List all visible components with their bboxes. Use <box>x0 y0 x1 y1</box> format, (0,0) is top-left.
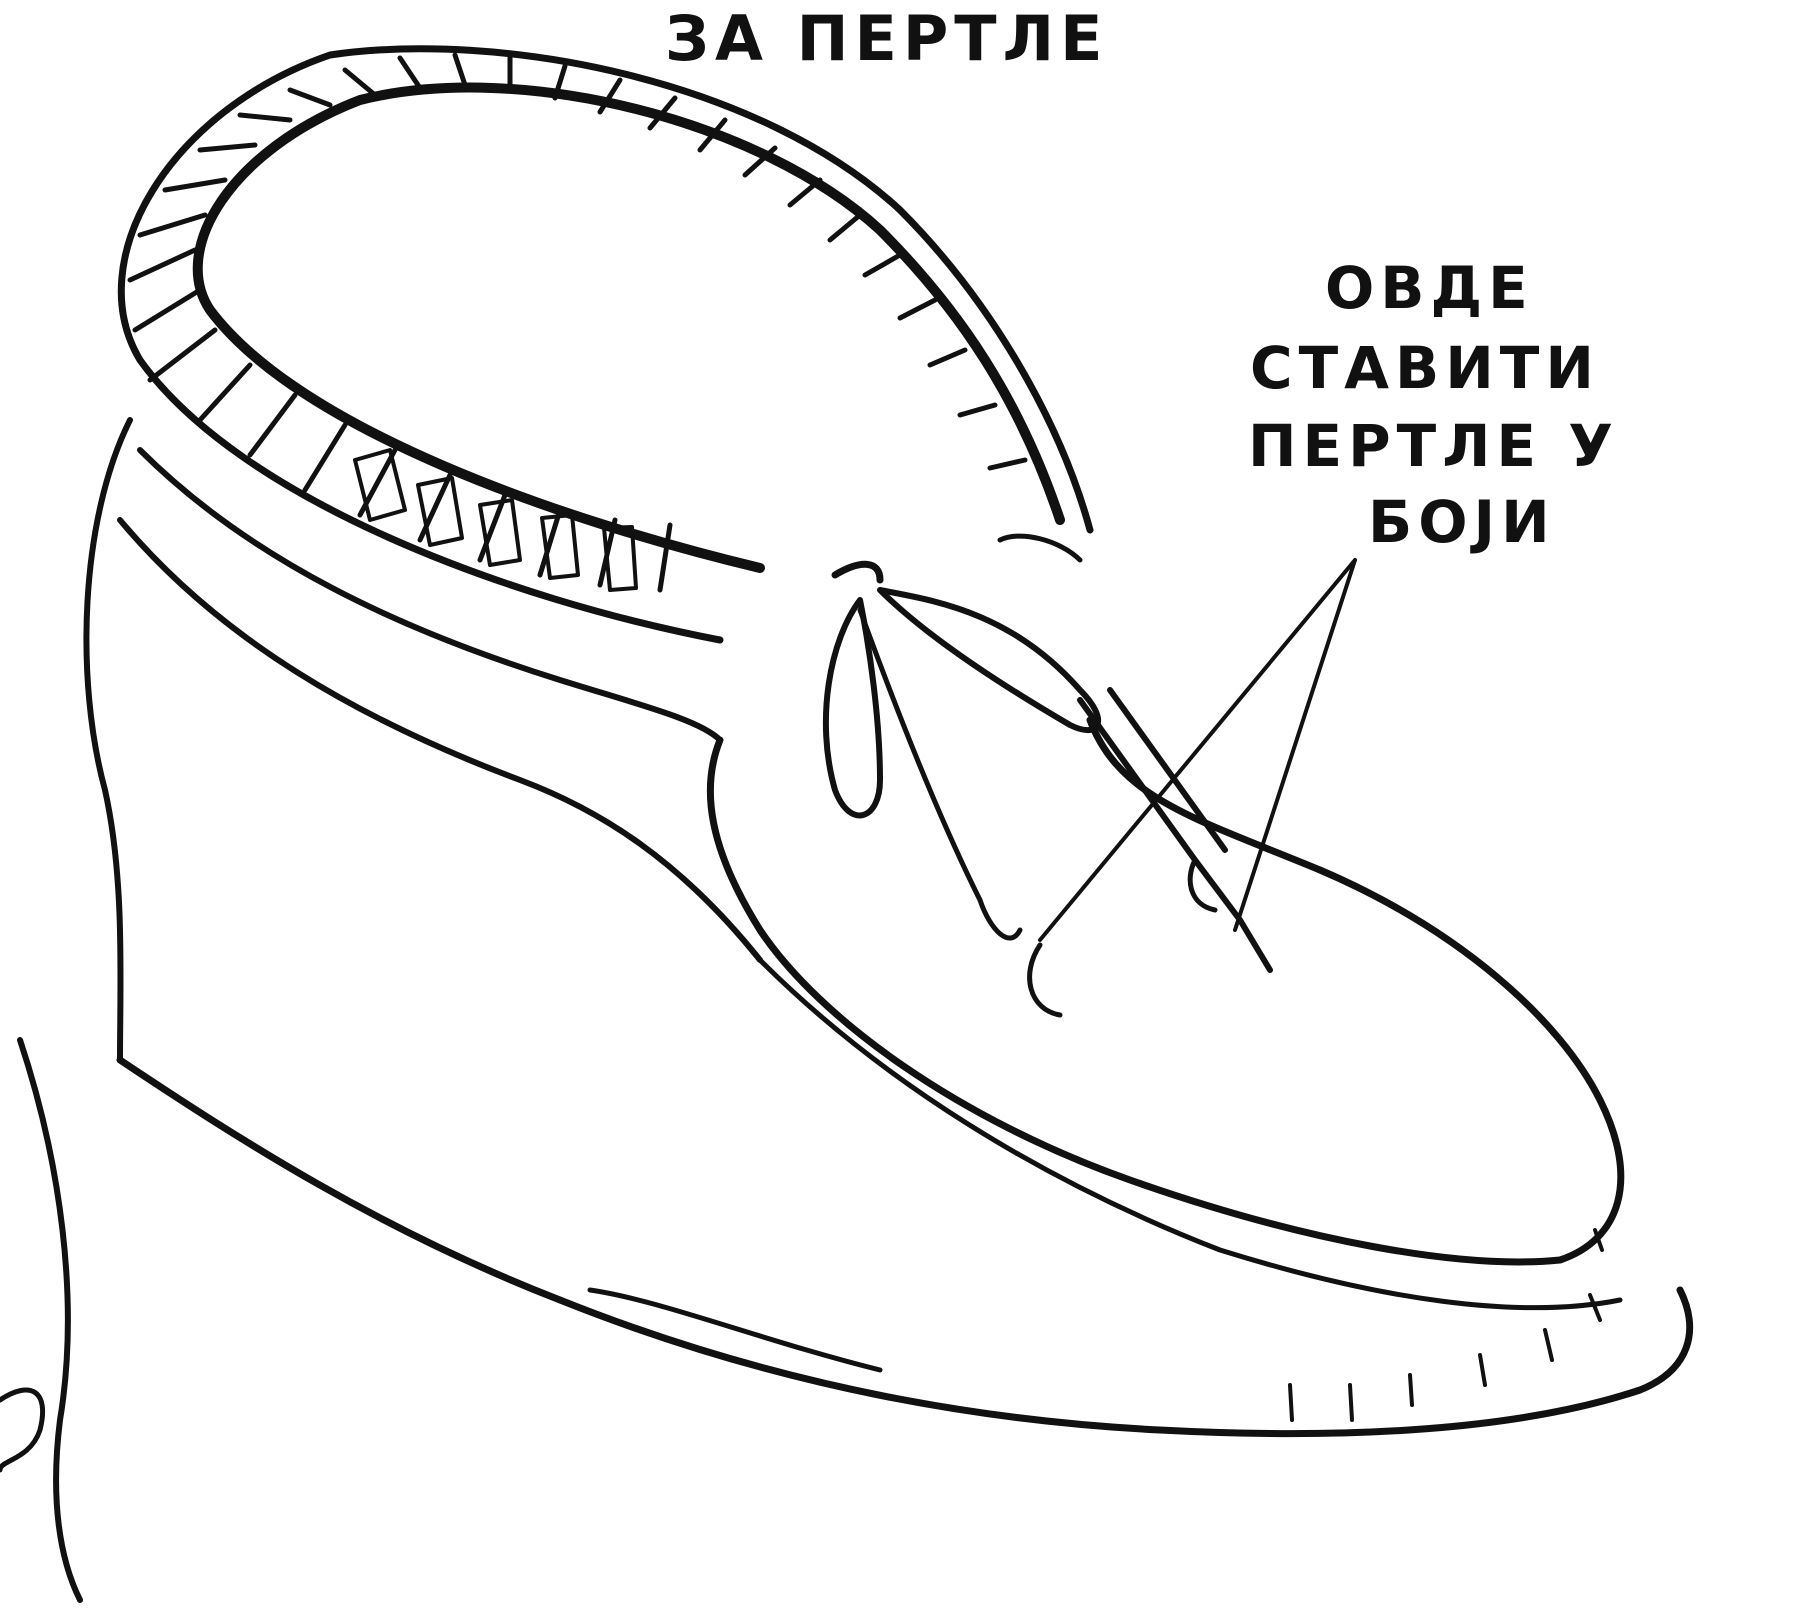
label-note-line-2: СТАВИТИ <box>1250 334 1600 402</box>
lace-bow <box>826 536 1098 938</box>
lace-ends <box>1030 690 1270 1015</box>
shoe-upper <box>0 420 1690 1600</box>
label-note-line-4: БОЈИ <box>1368 488 1556 556</box>
label-note-line-3: ПЕРТЛЕ У <box>1248 412 1619 480</box>
pointer-lines <box>1040 560 1355 940</box>
label-note: ОВДЕ СТАВИТИ ПЕРТЛЕ У БОЈИ <box>1248 254 1619 556</box>
label-top: ЗА ПЕРТЛЕ <box>665 2 1108 75</box>
label-note-line-1: ОВДЕ <box>1325 254 1534 322</box>
